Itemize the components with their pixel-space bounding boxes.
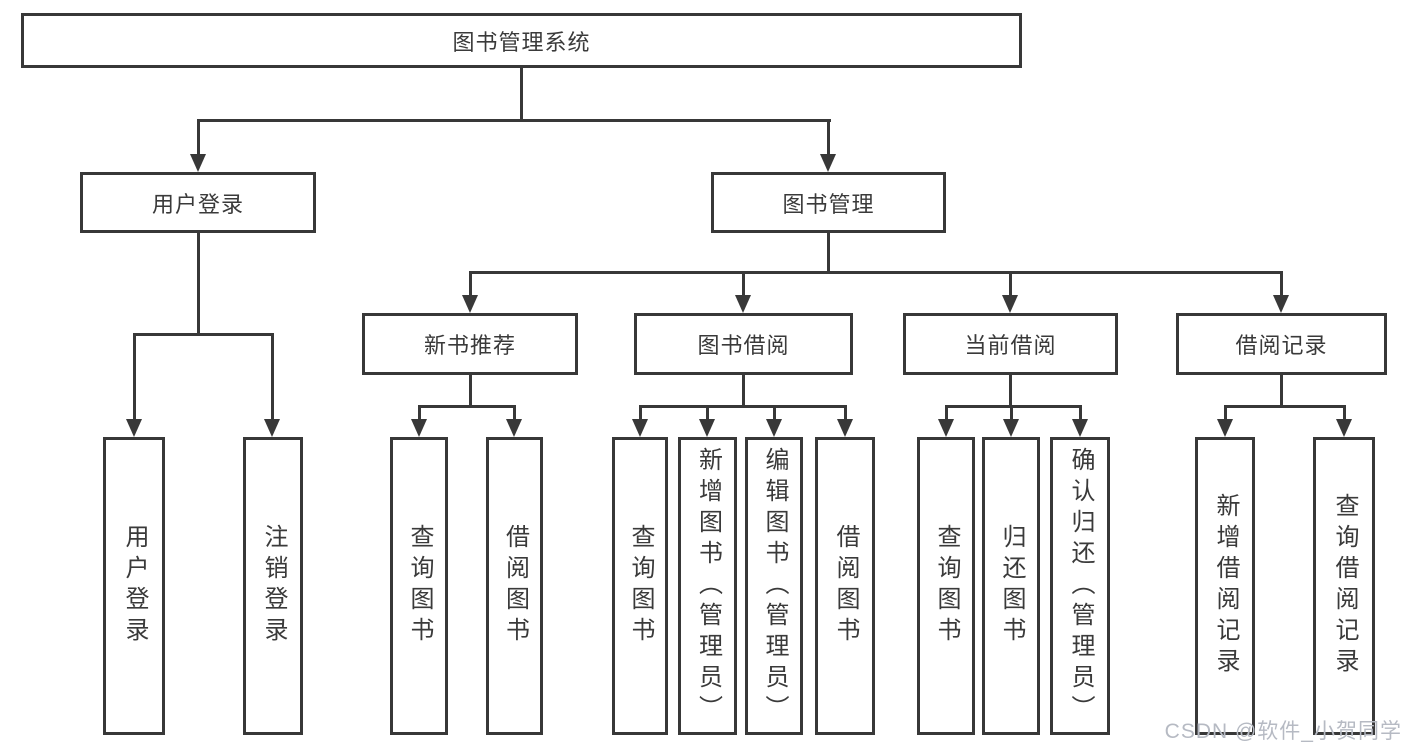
leaf-return-books: 归还图书 [982, 437, 1040, 735]
node-user-login-label: 用户登录 [151, 191, 244, 217]
node-borrow-records-label: 借阅记录 [1235, 333, 1328, 358]
connector-line [639, 405, 847, 408]
leaf-query-borrow-record-label: 查询借阅记录 [1331, 493, 1358, 679]
arrowhead-down-icon [462, 295, 478, 313]
arrowhead-down-icon [1002, 295, 1018, 313]
arrowhead-down-icon [699, 419, 715, 437]
arrowhead-down-icon [1273, 295, 1289, 313]
connector-line [1079, 405, 1082, 421]
connector-line [197, 119, 200, 155]
node-root-label: 图书管理系统 [452, 29, 591, 55]
leaf-add-borrow-record: 新增借阅记录 [1195, 437, 1255, 735]
leaf-borrow-books-2-label: 借阅图书 [832, 524, 859, 648]
leaf-user-login: 用户登录 [103, 437, 165, 735]
connector-line [1224, 405, 1227, 421]
leaf-edit-books-admin-label: 编辑图书（管理员） [761, 446, 788, 726]
node-new-book: 新书推荐 [362, 313, 578, 375]
connector-line [827, 230, 830, 274]
connector-line [1009, 372, 1012, 408]
node-book-mgmt: 图书管理 [711, 172, 946, 233]
connector-line [418, 405, 421, 421]
connector-line [1280, 271, 1283, 297]
arrowhead-down-icon [632, 419, 648, 437]
leaf-query-books-1: 查询图书 [390, 437, 448, 735]
arrowhead-down-icon [735, 295, 751, 313]
connector-line [1009, 271, 1012, 297]
node-current-borrow-label: 当前借阅 [964, 333, 1057, 358]
arrowhead-down-icon [1003, 419, 1019, 437]
connector-line [1343, 405, 1346, 421]
node-book-borrow: 图书借阅 [634, 313, 853, 375]
connector-line [513, 405, 516, 421]
leaf-add-books-admin-label: 新增图书（管理员） [694, 446, 722, 726]
leaf-query-books-3: 查询图书 [917, 437, 975, 735]
connector-line [271, 333, 274, 421]
leaf-edit-books-admin: 编辑图书（管理员） [745, 437, 803, 735]
node-current-borrow: 当前借阅 [903, 313, 1118, 375]
connector-line [945, 405, 1082, 408]
leaf-logout-label: 注销登录 [260, 524, 287, 648]
node-root-system: 图书管理系统 [21, 13, 1022, 68]
arrowhead-down-icon [1217, 419, 1233, 437]
arrowhead-down-icon [126, 419, 142, 437]
connector-line [418, 405, 516, 408]
leaf-confirm-return-admin-label: 确认归还（管理员） [1067, 446, 1094, 726]
connector-line [1224, 405, 1346, 408]
arrowhead-down-icon [190, 154, 206, 172]
connector-line [844, 405, 847, 421]
leaf-query-books-2-label: 查询图书 [627, 524, 654, 648]
node-user-login: 用户登录 [80, 172, 316, 233]
arrowhead-down-icon [820, 154, 836, 172]
connector-line [945, 405, 948, 421]
leaf-confirm-return-admin: 确认归还（管理员） [1050, 437, 1110, 735]
connector-line [706, 405, 709, 421]
leaf-query-books-3-label: 查询图书 [933, 524, 960, 648]
node-new-book-label: 新书推荐 [423, 333, 516, 358]
arrowhead-down-icon [264, 419, 280, 437]
connector-line [469, 271, 1283, 274]
leaf-query-books-2: 查询图书 [612, 437, 668, 735]
connector-line [520, 68, 523, 120]
node-borrow-records: 借阅记录 [1176, 313, 1387, 375]
node-book-borrow-label: 图书借阅 [697, 333, 790, 358]
leaf-borrow-books-1: 借阅图书 [486, 437, 543, 735]
arrowhead-down-icon [938, 419, 954, 437]
connector-line [197, 230, 200, 335]
leaf-return-books-label: 归还图书 [998, 524, 1025, 648]
connector-line [742, 271, 745, 297]
leaf-logout: 注销登录 [243, 437, 303, 735]
leaf-borrow-books-2: 借阅图书 [815, 437, 875, 735]
connector-line [1280, 372, 1283, 408]
leaf-query-books-1-label: 查询图书 [406, 524, 433, 648]
connector-line [197, 119, 831, 122]
connector-line [639, 405, 642, 421]
leaf-user-login-label: 用户登录 [121, 524, 148, 648]
leaf-add-books-admin: 新增图书（管理员） [678, 437, 737, 735]
arrowhead-down-icon [766, 419, 782, 437]
connector-line [469, 372, 472, 408]
connector-line [1010, 405, 1013, 421]
csdn-watermark: CSDN @软件_小贺同学 [1164, 720, 1402, 743]
leaf-query-borrow-record: 查询借阅记录 [1313, 437, 1375, 735]
arrowhead-down-icon [411, 419, 427, 437]
connector-line [742, 372, 745, 408]
connector-line [133, 333, 274, 336]
connector-line [469, 271, 472, 297]
leaf-borrow-books-1-label: 借阅图书 [501, 524, 529, 648]
connector-line [773, 405, 776, 421]
node-book-mgmt-label: 图书管理 [782, 191, 875, 217]
leaf-add-borrow-record-label: 新增借阅记录 [1212, 493, 1239, 679]
arrowhead-down-icon [837, 419, 853, 437]
arrowhead-down-icon [506, 419, 522, 437]
connector-line [827, 119, 830, 155]
arrowhead-down-icon [1072, 419, 1088, 437]
arrowhead-down-icon [1336, 419, 1352, 437]
connector-line [133, 333, 136, 421]
